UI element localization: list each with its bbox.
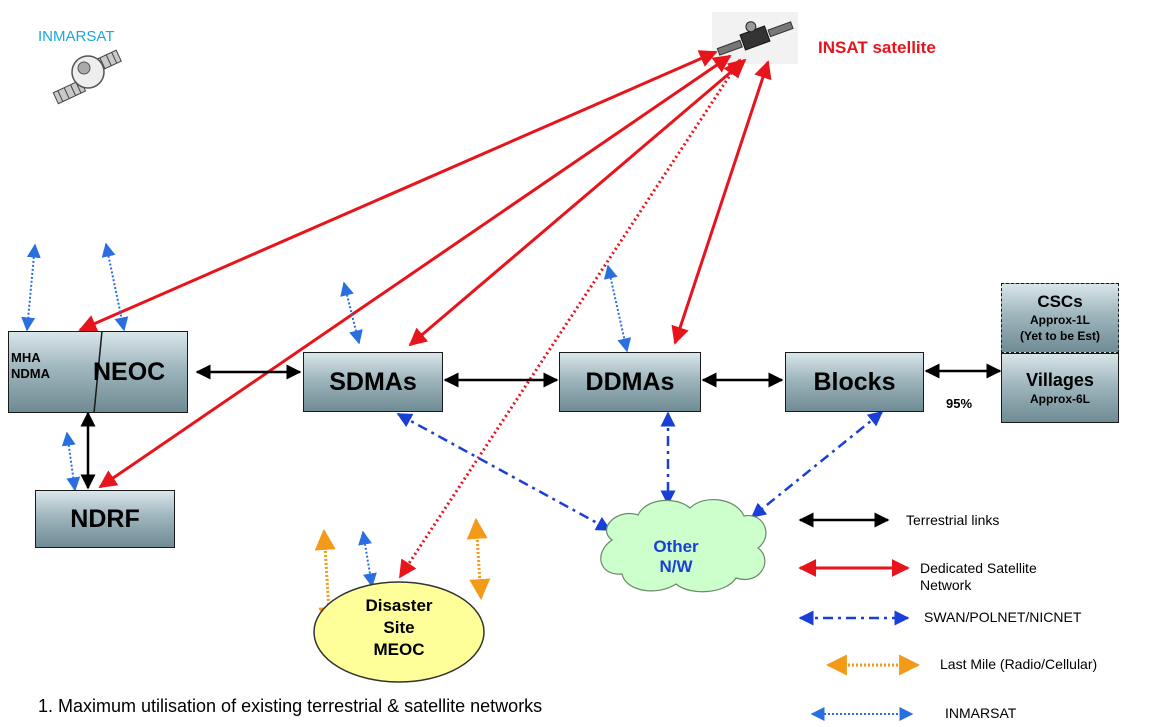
footnote: 1. Maximum utilisation of existing terre… — [38, 696, 543, 716]
other-network-line1: Other — [653, 537, 699, 556]
satellite-link-ddmas — [671, 60, 772, 345]
villages-label: Villages — [1026, 369, 1094, 390]
cscs-label: CSCs — [1037, 292, 1083, 311]
insat-satellite-icon — [712, 12, 798, 64]
disaster-line1: Disaster — [365, 596, 433, 615]
swan-link-blocks — [750, 411, 884, 518]
mha-label: MHA — [11, 350, 41, 365]
legend-swan-label: SWAN/POLNET/NICNET — [924, 609, 1082, 625]
ndma-label: NDMA — [11, 366, 50, 381]
sdmas-label: SDMAs — [329, 367, 417, 396]
satellite-link-neoc — [78, 50, 718, 332]
neoc-node: MHA NDMA NEOC — [8, 331, 188, 413]
sdmas-node: SDMAs — [303, 352, 443, 412]
legend-terrestrial-label: Terrestrial links — [906, 512, 1000, 528]
disaster-site-ellipse — [313, 581, 485, 683]
ddmas-node: DDMAs — [559, 352, 701, 412]
cscs-approx-label: Approx-1L — [1030, 313, 1090, 327]
satellite-link-sdmas — [408, 58, 747, 347]
insat-satellite-label: INSAT satellite — [818, 38, 936, 57]
other-network-cloud — [600, 499, 767, 593]
disaster-line2: Site — [383, 618, 415, 637]
percent-label: 95% — [946, 396, 973, 411]
villages-node: Villages Approx-6L — [1001, 353, 1119, 423]
other-network-line2: N/W — [659, 557, 693, 576]
terrestrial-links — [80, 363, 1002, 490]
legend-inmarsat-label: INMARSAT — [945, 705, 1017, 721]
legend-satellite-line2: Network — [920, 577, 972, 593]
cscs-note-label: (Yet to be Est) — [1019, 329, 1100, 343]
legend-satellite-label: Dedicated Satellite Network — [920, 560, 1037, 594]
other-network-label: Other N/W — [648, 537, 704, 577]
satellite-links — [78, 50, 772, 579]
inmarsat-satellite-icon — [52, 49, 122, 105]
last-mile-links — [314, 517, 491, 629]
disaster-site-label: Disaster Site MEOC — [349, 595, 449, 661]
swan-link-sdmas — [396, 412, 612, 532]
swan-links — [396, 411, 884, 532]
disaster-line3: MEOC — [373, 640, 425, 659]
ddmas-label: DDMAs — [585, 367, 675, 396]
cscs-node: CSCs Approx-1L (Yet to be Est) — [1001, 283, 1119, 353]
satellite-link-disaster-site — [398, 58, 742, 579]
inmarsat-links — [21, 242, 632, 588]
blocks-label: Blocks — [813, 367, 896, 396]
neoc-divider — [93, 331, 103, 413]
villages-approx-label: Approx-6L — [1030, 391, 1090, 406]
ndrf-node: NDRF — [35, 490, 175, 548]
ndrf-label: NDRF — [70, 504, 140, 533]
inmarsat-satellite-label: INMARSAT — [38, 28, 115, 45]
blocks-node: Blocks — [785, 352, 924, 412]
satellite-link-ndrf — [98, 54, 732, 489]
neoc-label: NEOC — [93, 358, 166, 386]
legend-lines — [798, 512, 921, 721]
legend-satellite-line1: Dedicated Satellite — [920, 560, 1037, 576]
legend-last-mile-label: Last Mile (Radio/Cellular) — [940, 656, 1098, 672]
